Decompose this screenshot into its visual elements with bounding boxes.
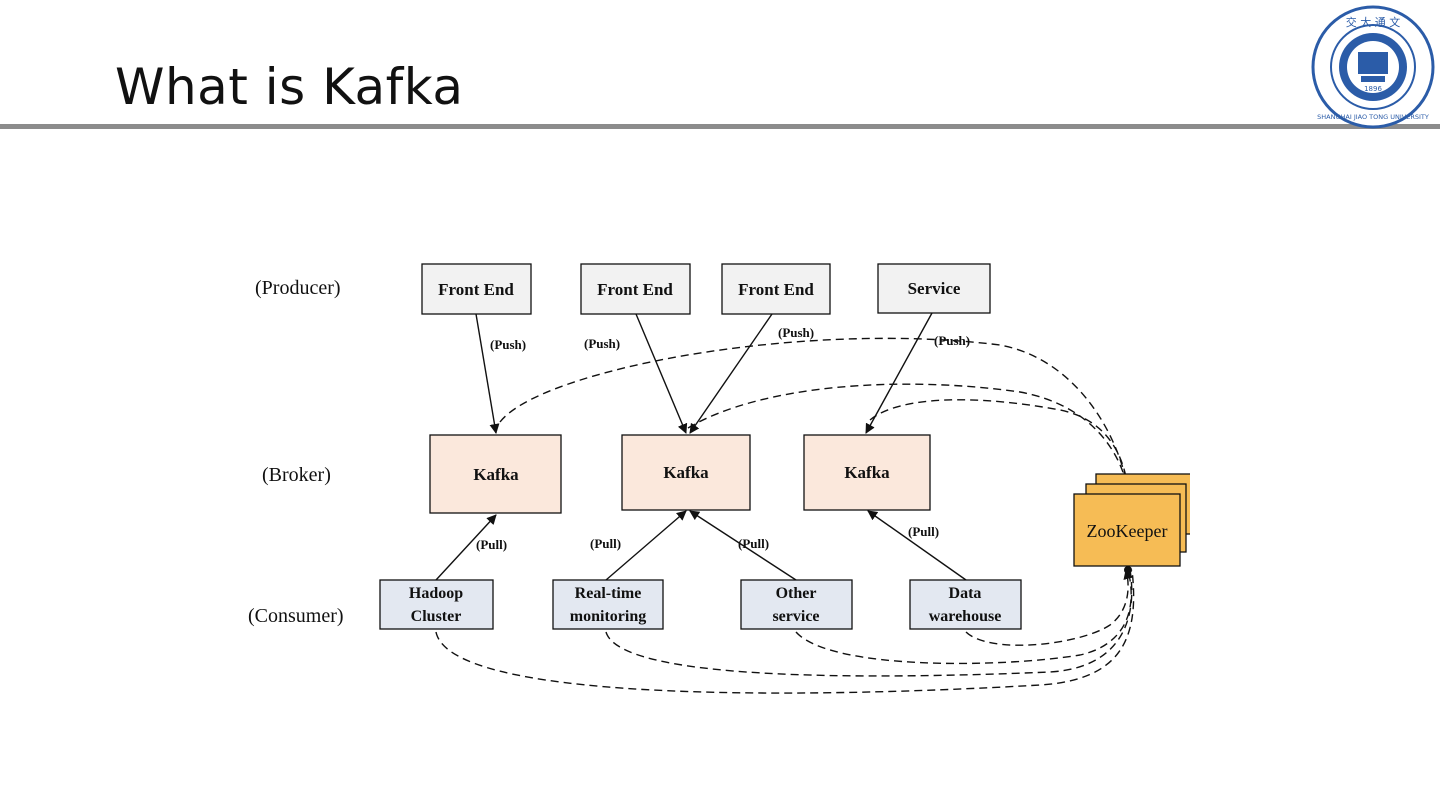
consumer-label-3-line-2: service [772, 608, 819, 625]
consumer-label-2-line-1: Real-time [575, 585, 642, 602]
zookeeper-node [1073, 473, 1193, 567]
pull-label-3: (Pull) [738, 536, 769, 551]
consumer-label-2-line-2: monitoring [570, 608, 646, 625]
zk-link-broker-1 [499, 337, 1132, 491]
push-label-2: (Push) [584, 336, 620, 351]
consumer-box-2 [552, 579, 664, 630]
broker-nodes [429, 434, 931, 514]
pull-label-1: (Pull) [476, 537, 507, 552]
consumer-nodes [379, 579, 1022, 630]
consumer-box-3 [740, 579, 853, 630]
role-producer-label: (Producer) [255, 277, 341, 299]
pull-arrow-4 [867, 510, 967, 581]
push-arrow-3 [689, 313, 773, 434]
producer-box-4 [877, 263, 991, 314]
svg-text:1896: 1896 [1364, 85, 1382, 93]
zookeeper-box-front [1073, 493, 1181, 567]
push-label-1: (Push) [490, 337, 526, 352]
producer-label-3: Front End [738, 280, 814, 299]
consumer-label-4-line-2: warehouse [929, 608, 1002, 625]
pull-arrow-1 [435, 514, 497, 581]
zookeeper-label: ZooKeeper [1087, 521, 1168, 541]
zookeeper-anchor-dot [1124, 566, 1132, 574]
pull-arrow-3 [689, 510, 797, 581]
consumer-label-1-line-2: Cluster [411, 608, 462, 625]
push-arrow-2 [635, 313, 688, 434]
push-arrows [475, 312, 933, 434]
role-broker-label: (Broker) [262, 464, 331, 486]
broker-label-2: Kafka [663, 463, 709, 482]
zk-link-warehouse [965, 569, 1134, 646]
zk-link-broker-2 [687, 383, 1132, 491]
pull-arrows [435, 510, 967, 581]
push-arrow-1 [475, 313, 500, 434]
zookeeper-links [435, 337, 1135, 694]
zk-link-realtime [605, 569, 1133, 677]
pull-arrow-2 [605, 510, 687, 581]
consumer-label-4-line-1: Data [949, 585, 982, 602]
title-underline [0, 124, 1440, 129]
push-arrow-4 [865, 312, 933, 434]
zk-link-broker-3 [869, 399, 1133, 491]
pull-label-4: (Pull) [908, 524, 939, 539]
broker-box-3 [803, 434, 931, 511]
consumer-label-1-line-1: Hadoop [409, 585, 463, 602]
consumer-box-4 [909, 579, 1022, 630]
svg-text:SHANGHAI JIAO TONG UNIVERSITY: SHANGHAI JIAO TONG UNIVERSITY [1317, 113, 1429, 121]
zk-link-other [795, 569, 1132, 665]
slide-title: What is Kafka [115, 58, 464, 116]
producer-label-4: Service [908, 279, 961, 298]
broker-label-1: Kafka [473, 465, 519, 484]
university-seal-logo: 1896 交 大 通 文 SHANGHAI JIAO TONG UNIVERSI… [1311, 5, 1435, 129]
role-consumer-label: (Consumer) [248, 605, 344, 627]
producer-box-2 [580, 263, 691, 315]
push-label-4: (Push) [934, 333, 970, 348]
broker-box-2 [621, 434, 751, 511]
broker-box-1 [429, 434, 562, 514]
producer-box-3 [721, 263, 831, 315]
consumer-label-3-line-1: Other [776, 585, 817, 602]
broker-label-3: Kafka [844, 463, 890, 482]
producer-label-2: Front End [597, 280, 673, 299]
producer-box-1 [421, 263, 532, 315]
push-label-3: (Push) [778, 325, 814, 340]
svg-text:交 大 通 文: 交 大 通 文 [1346, 15, 1401, 29]
pull-label-2: (Pull) [590, 536, 621, 551]
producer-label-1: Front End [438, 280, 514, 299]
consumer-box-1 [379, 579, 494, 630]
zk-link-hadoop [435, 569, 1135, 694]
producer-nodes [421, 263, 991, 315]
